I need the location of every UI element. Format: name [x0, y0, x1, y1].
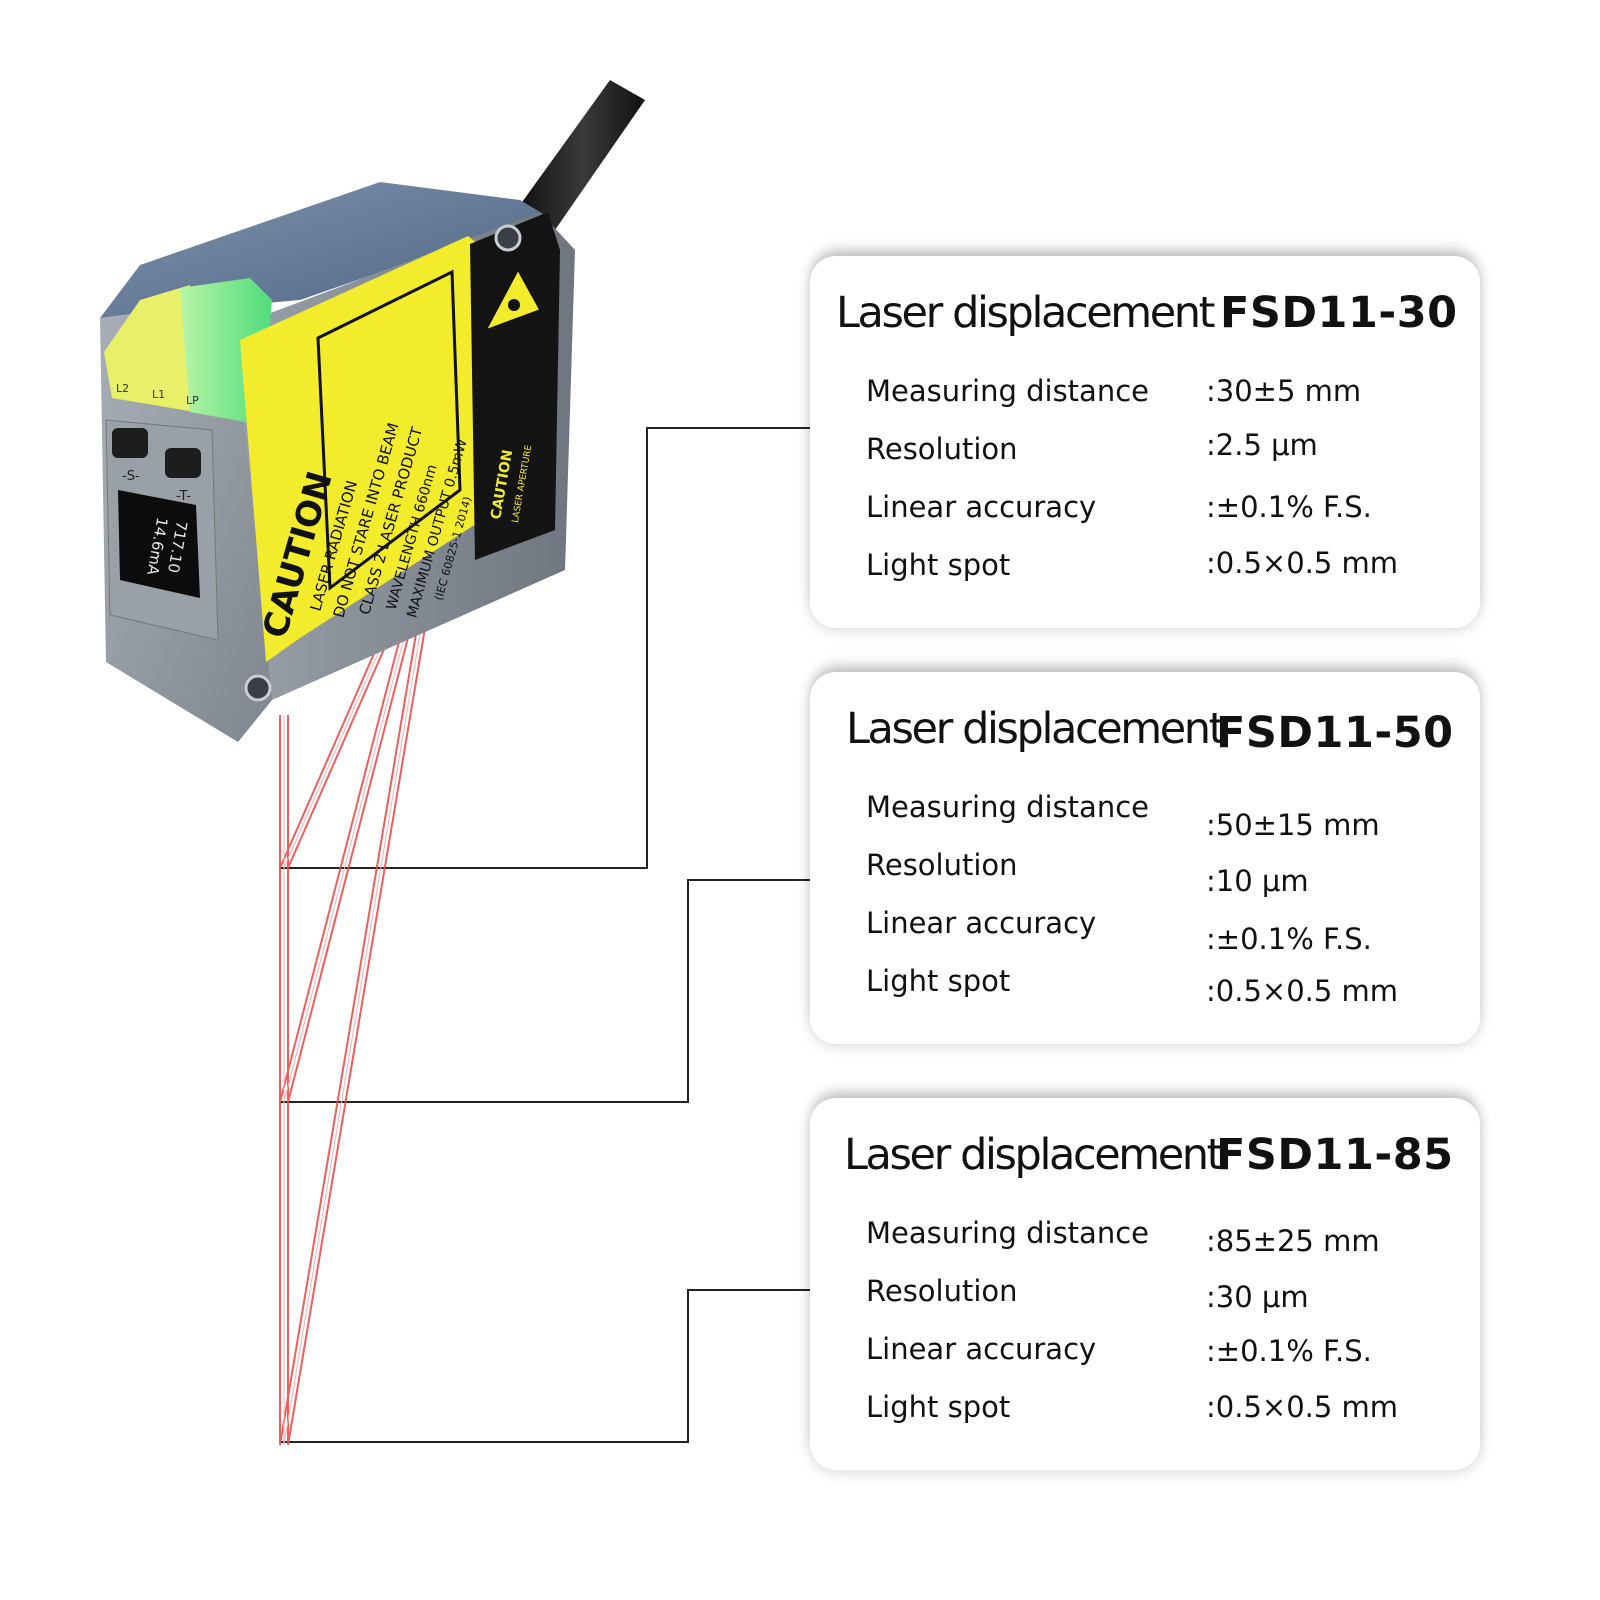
spec-value: :±0.1% F.S.	[1206, 922, 1372, 956]
spec-label: Measuring distance	[866, 790, 1149, 824]
svg-text:LP: LP	[186, 394, 199, 407]
spec-value: :50±15 mm	[1206, 808, 1380, 842]
spec-card-fsd11-50: Laser displacement FSD11-50 Measuring di…	[810, 672, 1480, 1044]
spec-label: Measuring distance	[866, 374, 1149, 408]
spec-value: :±0.1% F.S.	[1206, 490, 1372, 524]
indicator-window-yellow	[104, 285, 195, 412]
spec-label: Linear accuracy	[866, 906, 1097, 940]
spec-value: :30±5 mm	[1206, 374, 1362, 408]
card-model: FSD11-85	[1216, 1130, 1454, 1180]
spec-label: Linear accuracy	[866, 490, 1097, 524]
aperture-panel	[470, 212, 560, 560]
spec-label: Light spot	[866, 548, 1011, 582]
mounting-hole-top	[494, 224, 522, 252]
spec-card-fsd11-85: Laser displacement FSD11-85 Measuring di…	[810, 1098, 1480, 1470]
button-left-label: -S-	[122, 469, 140, 484]
button-right-label: -T-	[176, 489, 191, 504]
button-s	[112, 428, 148, 458]
svg-text:L1: L1	[152, 388, 165, 401]
svg-text:L2: L2	[116, 382, 129, 395]
spec-card-fsd11-30: Laser displacement FSD11-30 Measuring di…	[810, 256, 1480, 628]
spec-value: :±0.1% F.S.	[1206, 1334, 1372, 1368]
card-model: FSD11-50	[1216, 708, 1454, 758]
mounting-hole-bottom	[244, 674, 272, 702]
laser-sensor-device: L2 L1 LP -S- -T- 717.10 14.6mA CAUTION L…	[100, 80, 645, 742]
connector-line-fsd11-50	[280, 879, 810, 1103]
spec-label: Linear accuracy	[866, 1332, 1097, 1366]
spec-label: Light spot	[866, 1390, 1011, 1424]
spec-label: Resolution	[866, 1274, 1018, 1308]
card-title: Laser displacement	[844, 1130, 1224, 1180]
spec-label: Resolution	[866, 848, 1018, 882]
caution-label	[240, 236, 482, 662]
spec-value: :85±25 mm	[1206, 1224, 1380, 1258]
card-title: Laser displacement	[846, 704, 1226, 754]
oled-display	[118, 490, 200, 598]
connector-lines	[280, 427, 810, 1443]
spec-value: :2.5 μm	[1206, 428, 1318, 462]
spec-label: Resolution	[866, 432, 1018, 466]
spec-value: :0.5×0.5 mm	[1206, 974, 1399, 1008]
spec-value: :10 μm	[1206, 864, 1309, 898]
connector-line-fsd11-30	[280, 427, 810, 869]
spec-value: :0.5×0.5 mm	[1206, 546, 1399, 580]
card-model: FSD11-30	[1220, 288, 1458, 338]
spec-value: :0.5×0.5 mm	[1206, 1390, 1399, 1424]
card-title: Laser displacement	[836, 288, 1216, 338]
spec-value: :30 μm	[1206, 1280, 1309, 1314]
connector-line-fsd11-85	[280, 1289, 810, 1443]
sensor-cable	[520, 80, 645, 230]
spec-label: Measuring distance	[866, 1216, 1149, 1250]
button-t	[165, 448, 201, 478]
spec-label: Light spot	[866, 964, 1011, 998]
laser-beams	[279, 621, 427, 1446]
